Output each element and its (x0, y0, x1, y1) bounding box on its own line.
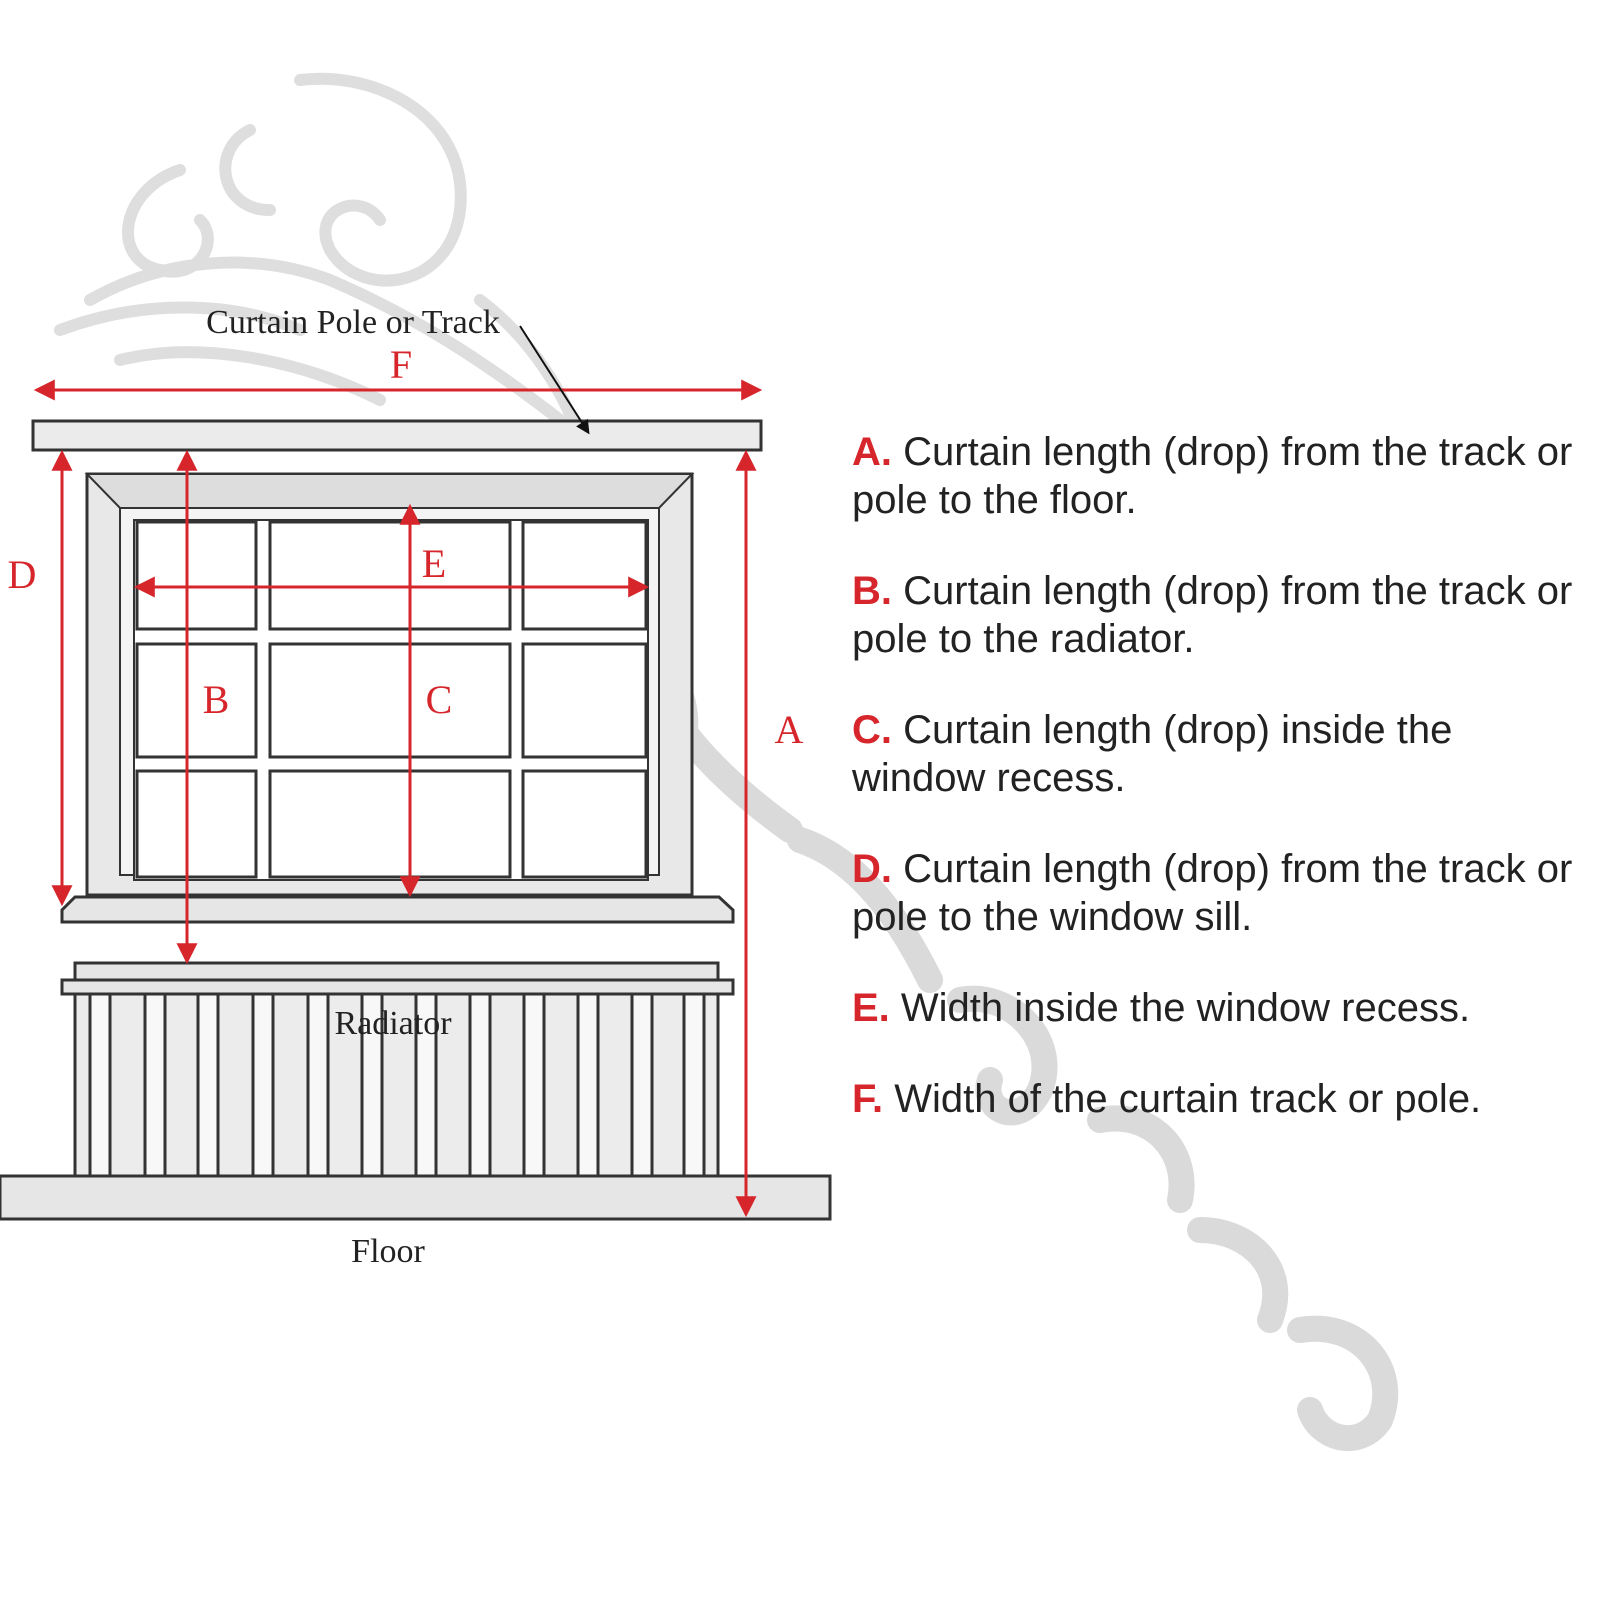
legend-text-a: Curtain length (drop) from the track or … (852, 430, 1573, 522)
legend-item-b: B. Curtain length (drop) from the track … (852, 567, 1592, 663)
label-f: F (390, 342, 412, 387)
floor (0, 1174, 832, 1221)
legend-text-b: Curtain length (drop) from the track or … (852, 569, 1573, 661)
legend-key-b: B. (852, 569, 892, 613)
legend-text-c: Curtain length (drop) inside the window … (852, 708, 1453, 800)
label-c: C (426, 677, 453, 722)
label-b: B (203, 677, 230, 722)
curtain-pole (31, 419, 763, 452)
legend-item-e: E. Width inside the window recess. (852, 984, 1592, 1032)
radiator (60, 961, 735, 1207)
pole-pointer-arrow (519, 325, 590, 435)
legend-item-d: D. Curtain length (drop) from the track … (852, 845, 1592, 941)
label-d: D (8, 552, 37, 597)
legend-item-c: C. Curtain length (drop) inside the wind… (852, 706, 1592, 802)
label-e: E (422, 541, 446, 586)
legend-item-a: A. Curtain length (drop) from the track … (852, 428, 1592, 524)
legend-key-a: A. (852, 430, 892, 474)
flourish-logo-watermark (54, 72, 586, 446)
legend-key-c: C. (852, 708, 892, 752)
floor-label: Floor (351, 1233, 425, 1270)
pole-label: Curtain Pole or Track (206, 304, 500, 341)
window-sill (60, 895, 735, 924)
radiator-label: Radiator (334, 1005, 452, 1042)
legend-key-d: D. (852, 847, 892, 891)
legend-text-e: Width inside the window recess. (889, 986, 1471, 1030)
legend-key-f: F. (852, 1077, 884, 1121)
legend-text-d: Curtain length (drop) from the track or … (852, 847, 1573, 939)
legend-key-e: E. (852, 986, 890, 1030)
legend-text-f: Width of the curtain track or pole. (883, 1077, 1482, 1121)
dimension-arrows (33, 379, 763, 1218)
legend-item-f: F. Width of the curtain track or pole. (852, 1075, 1592, 1123)
measurement-legend: A. Curtain length (drop) from the track … (852, 428, 1592, 1166)
label-a: A (775, 707, 804, 752)
